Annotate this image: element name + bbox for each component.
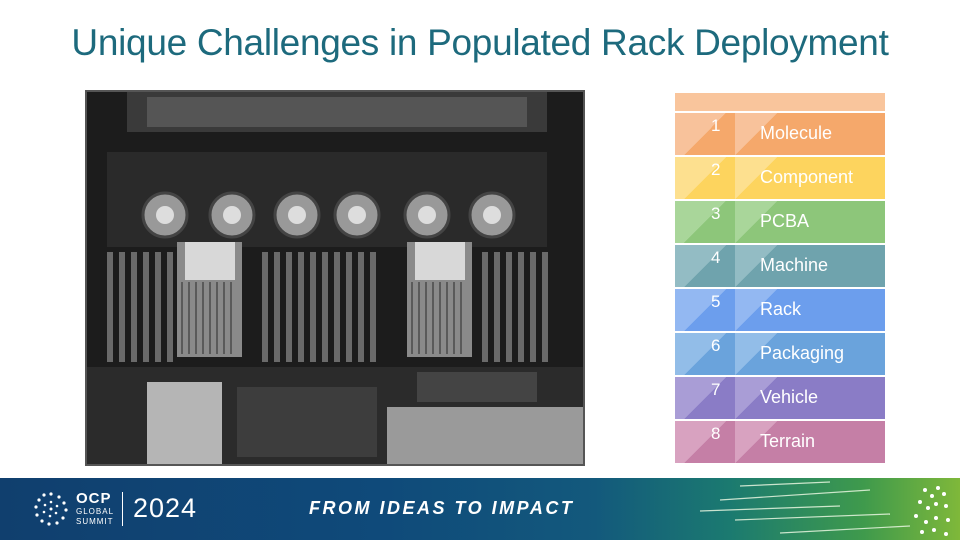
event-year: 2024 [133,493,198,523]
layer-label-cell: PCBA [735,201,885,243]
layer-number-cell: 3 [675,201,735,243]
layer-row: 8 Terrain [675,421,885,463]
layer-number-cell: 1 [675,113,735,155]
layer-number: 1 [711,116,721,135]
layer-label-cell: Terrain [735,421,885,463]
layer-label: PCBA [760,211,810,231]
layer-label-cell: Component [735,157,885,199]
layer-label-cell: Machine [735,245,885,287]
layer-label-cell: Molecule [735,113,885,155]
footer-banner: OCP GLOBAL SUMMIT 2024 FROM IDEAS TO IMP… [0,478,960,540]
layer-label-cell: Packaging [735,333,885,375]
decorative-streaks [699,481,950,536]
layer-label: Terrain [760,431,816,451]
layer-number: 4 [711,248,721,267]
layer-number: 3 [711,204,721,223]
event-tagline: FROM IDEAS TO IMPACT [309,498,575,518]
layer-label: Packaging [760,343,845,363]
layer-label: Machine [760,255,829,275]
layer-number-cell: 4 [675,245,735,287]
brand-line-2: SUMMIT [76,517,114,526]
layer-number-cell: 6 [675,333,735,375]
layer-label: Vehicle [760,387,819,407]
layer-label-cell: Vehicle [735,377,885,419]
layer-label: Component [760,167,854,187]
layer-label: Molecule [760,123,833,143]
brand-line-1: GLOBAL [76,507,115,516]
layer-number-cell: 8 [675,421,735,463]
layer-label-cell: Rack [735,289,885,331]
slide-title: Unique Challenges in Populated Rack Depl… [71,22,889,63]
layer-row: 7 Vehicle [675,377,885,419]
layer-stack-header [675,93,885,111]
layer-row: 3 PCBA [675,201,885,243]
brand-name: OCP [76,490,112,507]
ocp-logo-icon [34,492,68,526]
layer-row: 5 Rack [675,289,885,331]
footer-divider [122,492,123,526]
layer-number: 7 [711,380,721,399]
server-photo [85,90,585,466]
layer-number-cell: 7 [675,377,735,419]
layer-row: 6 Packaging [675,333,885,375]
layer-number: 8 [711,424,721,443]
layer-label: Rack [760,299,802,319]
layer-row: 1 Molecule [675,113,885,155]
layer-number-cell: 5 [675,289,735,331]
layer-number: 6 [711,336,721,355]
layer-number: 2 [711,160,721,179]
layer-row: 2 Component [675,157,885,199]
layer-stack: 1 Molecule 2 Component 3 PCBA 4 Machine 5 Rack 6 Pa… [675,93,885,465]
layer-row: 4 Machine [675,245,885,287]
layer-number: 5 [711,292,721,311]
layer-number-cell: 2 [675,157,735,199]
